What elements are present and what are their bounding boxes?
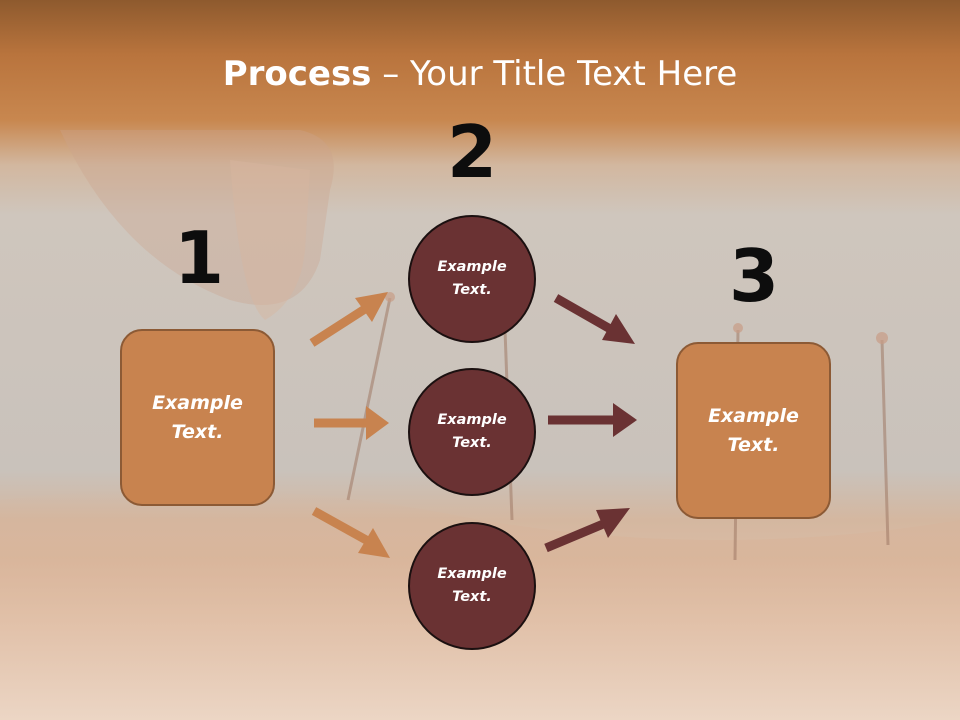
finger-shape [60,130,334,305]
fingertip-shape [230,160,310,320]
step-3-text: Example Text. [708,404,799,456]
step-2-circle-1-text: Example Text. [437,259,507,298]
step-2-circle-3-text: Example Text. [437,566,507,605]
arrow-circle-3-to-3 [544,508,630,553]
step-2-circle-2: Example Text. [408,368,536,496]
step-1-text: Example Text. [152,391,243,443]
step-2-number: 2 [446,110,498,194]
step-2-circle-1: Example Text. [408,215,536,343]
step-3-box: Example Text. [676,342,831,519]
step-1-number: 1 [173,216,225,300]
needle-heads [385,292,888,344]
step-3-number: 3 [728,234,780,318]
step-2-circle-2-text: Example Text. [437,412,507,451]
title-rest: – Your Title Text Here [371,54,738,94]
step-2-circle-3: Example Text. [408,522,536,650]
arrow-circle-2-to-3 [548,403,637,437]
slide-title: Process – Your Title Text Here [0,52,960,96]
arrow-circle-1-to-3 [553,294,635,344]
title-bold: Process [222,54,372,94]
arrow-1-to-circle-3 [311,507,390,558]
step-1-box: Example Text. [120,329,275,506]
arrow-1-to-circle-1 [309,292,388,347]
arrow-1-to-circle-2 [314,406,389,440]
